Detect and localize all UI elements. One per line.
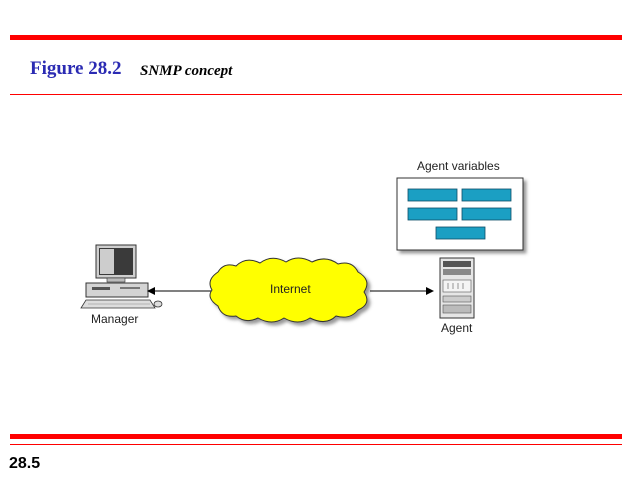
internet-cloud-icon <box>209 257 368 323</box>
agent-variable-box <box>461 188 512 202</box>
title-underline-rule <box>10 94 622 95</box>
agent-variable-box <box>407 207 458 221</box>
bottom-thin-rule <box>10 444 622 445</box>
agent-label: Agent <box>441 321 473 335</box>
figure-caption: SNMP concept <box>140 63 233 79</box>
agent-variables-panel <box>396 177 524 251</box>
agent-server-icon <box>439 257 475 319</box>
manager-computer-icon <box>80 244 163 309</box>
bottom-red-rule <box>10 434 622 439</box>
manager-label: Manager <box>91 312 138 326</box>
top-red-rule <box>10 35 622 40</box>
page-number: 28.5 <box>9 455 41 472</box>
agent-variables-label: Agent variables <box>417 159 500 173</box>
agent-variable-box <box>461 207 512 221</box>
agent-variable-box <box>407 188 458 202</box>
internet-label: Internet <box>270 282 311 296</box>
figure-label: Figure 28.2 <box>30 58 122 79</box>
agent-variable-box <box>435 226 486 240</box>
